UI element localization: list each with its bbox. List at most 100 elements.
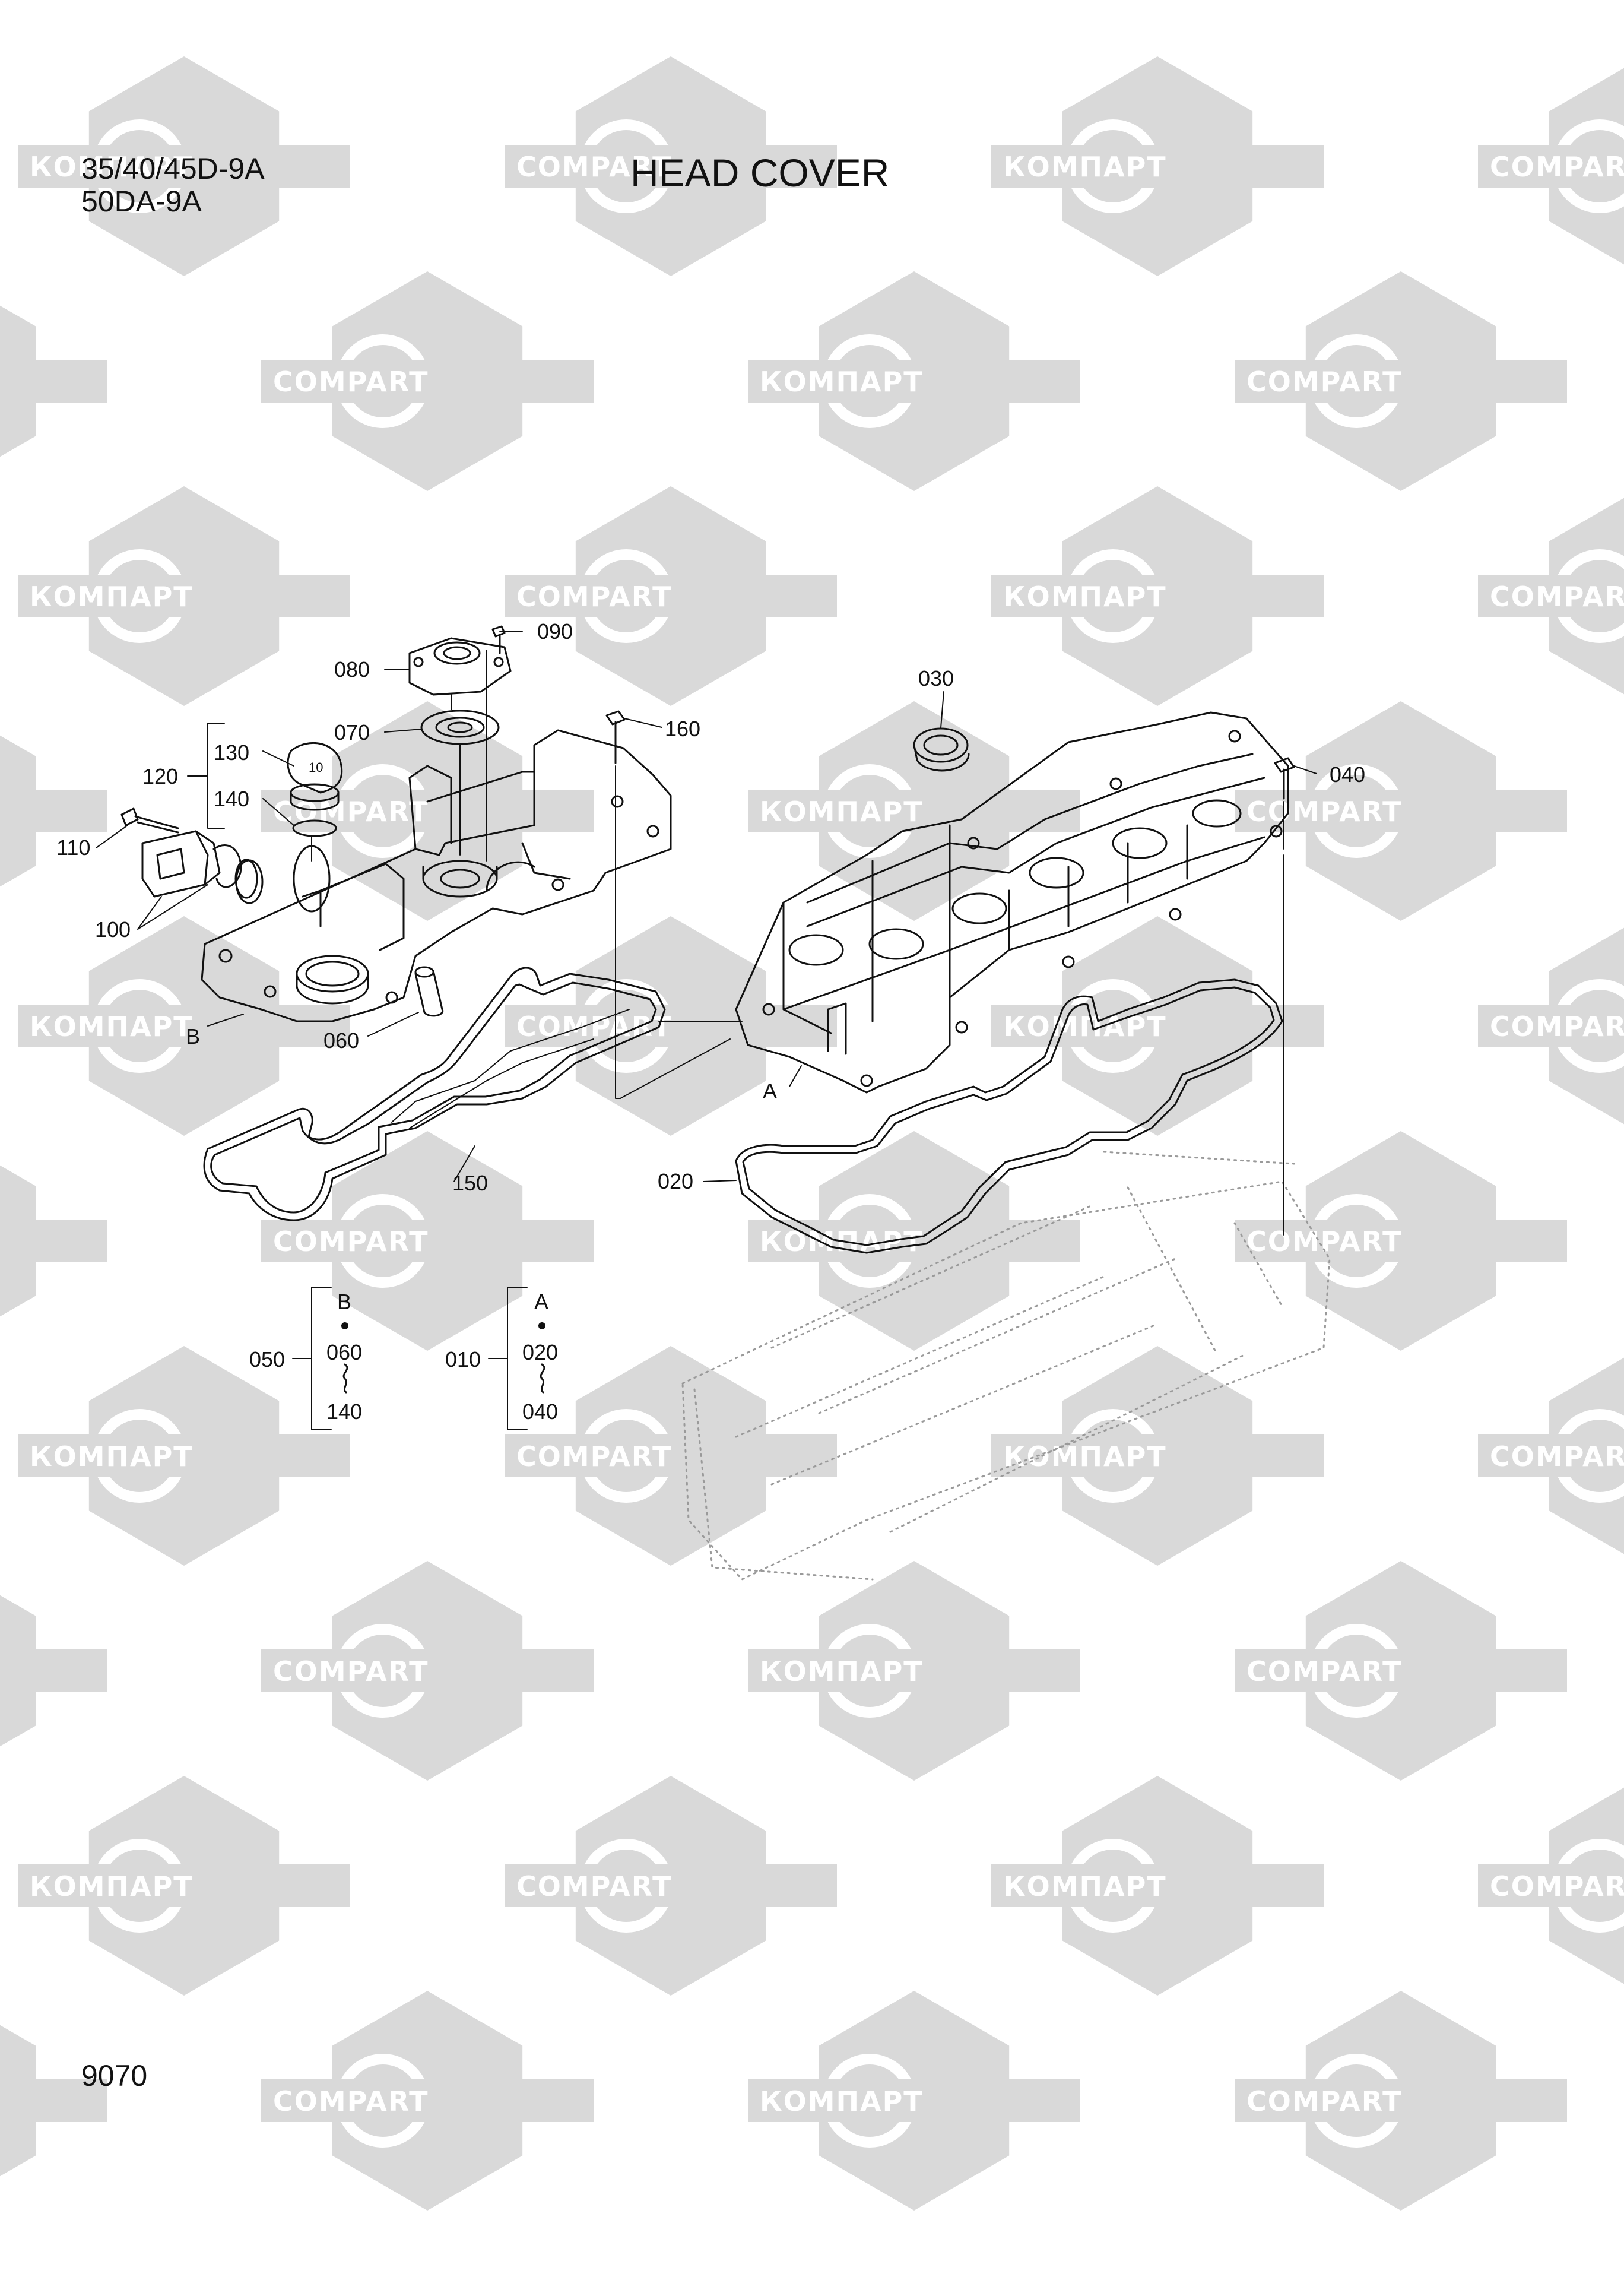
watermark-tile: COMPART bbox=[1478, 927, 1624, 1125]
watermark-tile: КОМПАРТ bbox=[991, 56, 1324, 276]
watermark-text: COMPART bbox=[516, 581, 672, 613]
watermark-band bbox=[1235, 790, 1567, 832]
bolt-110 bbox=[120, 808, 179, 834]
watermark-tile: КОМПАРТ bbox=[18, 486, 350, 706]
watermark-band bbox=[261, 1220, 594, 1262]
watermark-tile: COMPART bbox=[1478, 68, 1624, 265]
model-line-1: 35/40/45D-9A bbox=[81, 152, 265, 185]
watermark-band bbox=[261, 790, 594, 832]
watermark-band bbox=[505, 575, 837, 618]
watermark-text: COMPART bbox=[273, 366, 429, 398]
callout-080: 080 bbox=[334, 657, 370, 682]
watermark-text: COMPART bbox=[516, 1011, 672, 1043]
watermark-band bbox=[748, 790, 1080, 832]
callout-a: A bbox=[763, 1079, 777, 1103]
watermark-text: COMPART bbox=[1246, 796, 1402, 828]
watermark-tile: КОМПАРТ bbox=[748, 1991, 1080, 2211]
watermark-band bbox=[991, 1434, 1324, 1477]
watermark-text: COMPART bbox=[1246, 1655, 1402, 1687]
watermark-text: COMPART bbox=[516, 151, 672, 183]
watermark-band bbox=[0, 1220, 107, 1262]
watermark-text: КОМПАРТ bbox=[30, 581, 194, 613]
watermark-text: КОМПАРТ bbox=[1003, 581, 1167, 613]
watermark-band bbox=[18, 575, 350, 618]
pipe-060 bbox=[414, 966, 444, 1017]
watermark-text: COMPART bbox=[273, 1655, 429, 1687]
watermark-text: КОМПАРТ bbox=[1003, 1011, 1167, 1043]
watermark-tile: КОМПАРТ bbox=[0, 305, 107, 457]
callout-090: 090 bbox=[537, 619, 573, 644]
assembly-010-group: A bbox=[534, 1290, 548, 1314]
watermark-band bbox=[748, 360, 1080, 403]
watermark-tile: COMPART bbox=[505, 56, 837, 276]
watermark-band bbox=[991, 1864, 1324, 1907]
assembly-010-to: 040 bbox=[522, 1399, 558, 1424]
callout-060: 060 bbox=[323, 1028, 359, 1053]
watermark-tile: COMPART bbox=[1478, 1787, 1624, 1984]
watermark-band bbox=[18, 1864, 350, 1907]
watermark-tile: КОМПАРТ bbox=[0, 735, 107, 887]
watermark-text: КОМПАРТ bbox=[30, 151, 194, 183]
watermark-tile: КОМПАРТ bbox=[748, 1561, 1080, 1781]
watermark-text: COMPART bbox=[1246, 2085, 1402, 2117]
watermark-tile: КОМПАРТ bbox=[0, 1595, 107, 1747]
watermark-band bbox=[505, 1434, 837, 1477]
watermark-tile: COMPART bbox=[261, 1131, 594, 1351]
dot-010 bbox=[538, 1322, 545, 1329]
watermark-band bbox=[1478, 1005, 1624, 1047]
bolt-160 bbox=[605, 710, 626, 764]
watermark-tile: COMPART bbox=[505, 486, 837, 706]
watermark-band bbox=[18, 1434, 350, 1477]
assembly-010-number: 010 bbox=[445, 1347, 481, 1372]
assembly-050-group: B bbox=[337, 1290, 351, 1314]
assembly-050-from: 060 bbox=[326, 1340, 362, 1364]
watermark-text: COMPART bbox=[273, 2085, 429, 2117]
watermark-tile: КОМПАРТ bbox=[18, 56, 350, 276]
assembly-050-to: 140 bbox=[326, 1399, 362, 1424]
watermark-band bbox=[261, 1649, 594, 1692]
callout-070: 070 bbox=[334, 720, 370, 745]
watermark-tile: КОМПАРТ bbox=[0, 1165, 107, 1317]
engine-block-outline bbox=[681, 1151, 1331, 1581]
watermark-band bbox=[748, 2079, 1080, 2122]
watermark-tile: COMPART bbox=[505, 1346, 837, 1566]
watermark-tile: COMPART bbox=[1478, 498, 1624, 695]
watermark-tile: COMPART bbox=[1235, 271, 1567, 491]
watermark-band bbox=[18, 145, 350, 188]
watermark-band bbox=[1478, 575, 1624, 618]
watermark-band bbox=[0, 790, 107, 832]
watermark-text: КОМПАРТ bbox=[1003, 151, 1167, 183]
gasket-020 bbox=[735, 978, 1283, 1254]
watermark-band bbox=[1235, 2079, 1567, 2122]
callout-020: 020 bbox=[658, 1169, 693, 1193]
watermark-text: КОМПАРТ bbox=[760, 1655, 924, 1687]
watermark-band bbox=[505, 1005, 837, 1047]
watermark-tile: КОМПАРТ bbox=[18, 1776, 350, 1996]
filler-cap-130: 10 bbox=[287, 742, 343, 811]
watermark-band bbox=[0, 1649, 107, 1692]
watermark-text: COMPART bbox=[516, 1870, 672, 1902]
watermark-text: КОМПАРТ bbox=[1003, 1440, 1167, 1472]
assembly-bracket-050 bbox=[292, 1287, 332, 1430]
page-title: HEAD COVER bbox=[630, 151, 890, 195]
watermark-text: COMPART bbox=[1490, 1440, 1624, 1472]
watermark-band bbox=[505, 1864, 837, 1907]
assembly-050-number: 050 bbox=[249, 1347, 285, 1372]
watermark-tile: КОМПАРТ bbox=[748, 1131, 1080, 1351]
watermark-text: КОМПАРТ bbox=[1003, 1870, 1167, 1902]
watermark-tile: COMPART bbox=[261, 271, 594, 491]
leader-lines bbox=[96, 631, 1317, 1182]
watermark-tile: КОМПАРТ bbox=[991, 1776, 1324, 1996]
watermark-band bbox=[1235, 360, 1567, 403]
watermark-band bbox=[18, 1005, 350, 1047]
watermark-text: COMPART bbox=[516, 1440, 672, 1472]
watermark-band bbox=[261, 360, 594, 403]
watermark-band bbox=[1478, 1434, 1624, 1477]
callout-120: 120 bbox=[142, 764, 178, 788]
dot-050 bbox=[341, 1322, 348, 1329]
screw-090 bbox=[491, 625, 506, 654]
watermark-band bbox=[261, 2079, 594, 2122]
watermark-text: КОМПАРТ bbox=[760, 796, 924, 828]
watermark-text: COMPART bbox=[273, 1226, 429, 1258]
watermark-band bbox=[1235, 1220, 1567, 1262]
